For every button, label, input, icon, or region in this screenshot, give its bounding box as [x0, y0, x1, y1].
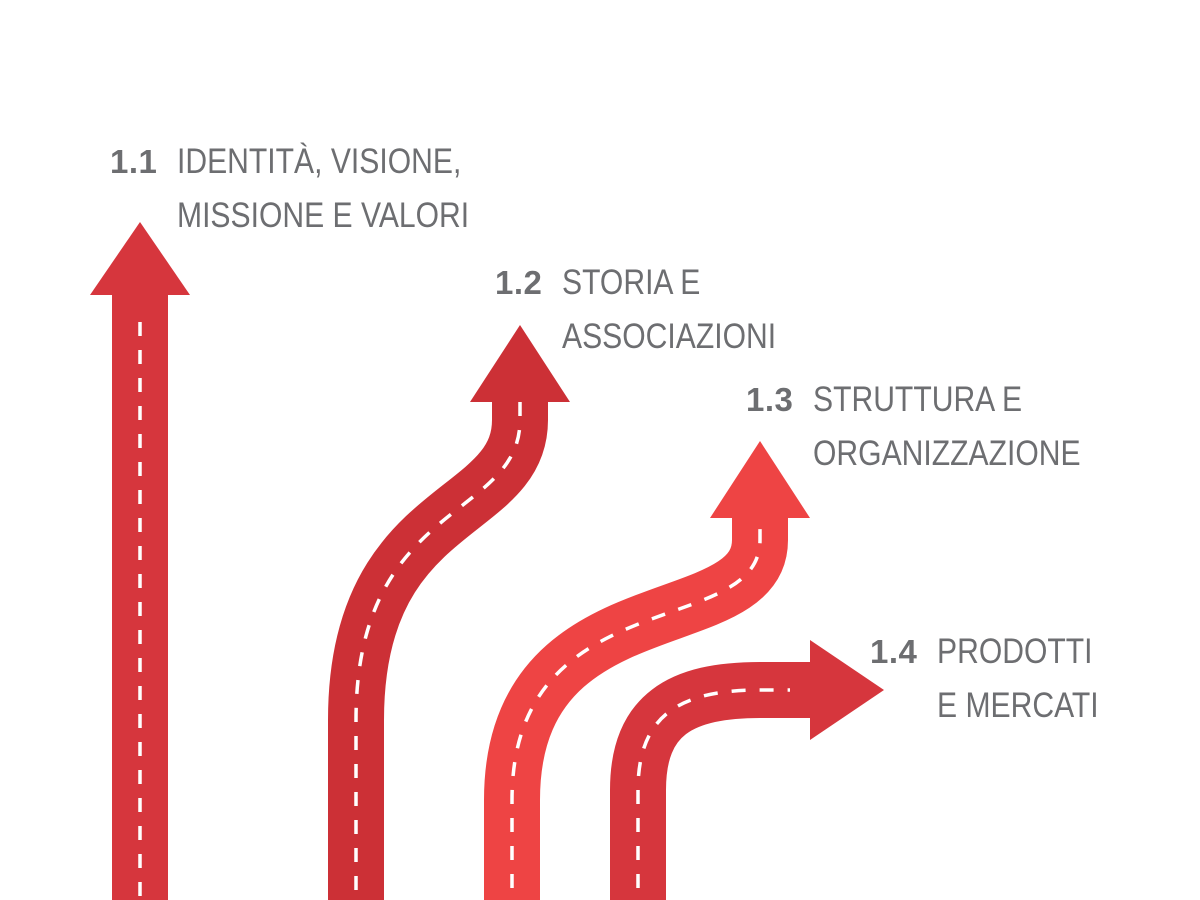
item-4-line-1: PRODOTTI	[937, 632, 1093, 671]
road-3-arrowhead	[710, 441, 810, 518]
arrow-road-4	[610, 640, 884, 900]
label-item-2: 1.2 STORIA E ASSOCIAZIONI	[495, 259, 811, 364]
item-1-line-1: IDENTITÀ, VISIONE,	[177, 142, 462, 181]
label-item-4: 1.4 PRODOTTI E MERCATI	[870, 628, 1125, 733]
road-4-arrowhead	[810, 640, 884, 740]
arrow-road-3	[484, 441, 810, 900]
road-4-body	[610, 662, 812, 900]
label-item-3: 1.3 STRUTTURA E ORGANIZZAZIONE	[746, 376, 1125, 481]
item-1-number: 1.1	[110, 143, 158, 180]
item-3-line-1: STRUTTURA E	[813, 380, 1023, 419]
road-2-arrowhead	[470, 325, 570, 402]
item-2-number: 1.2	[495, 264, 543, 301]
item-2-line-1: STORIA E	[562, 263, 701, 302]
road-2-dashes	[354, 398, 522, 890]
arrow-road-2	[328, 325, 570, 900]
item-2-title: STORIA E ASSOCIAZIONI	[562, 256, 776, 364]
item-3-line-2: ORGANIZZAZIONE	[813, 434, 1081, 473]
label-item-1: 1.1 IDENTITÀ, VISIONE, MISSIONE E VALORI	[110, 138, 517, 243]
item-3-title: STRUTTURA E ORGANIZZAZIONE	[813, 373, 1081, 481]
item-4-number: 1.4	[870, 633, 918, 670]
item-1-title: IDENTITÀ, VISIONE, MISSIONE E VALORI	[177, 135, 469, 243]
item-1-line-2: MISSIONE E VALORI	[177, 196, 470, 235]
road-4-dashes	[636, 688, 790, 888]
item-4-title: PRODOTTI E MERCATI	[937, 625, 1099, 733]
item-3-number: 1.3	[746, 381, 794, 418]
item-4-line-2: E MERCATI	[937, 686, 1100, 725]
road-1-arrowhead	[90, 222, 190, 295]
road-3-dashes	[510, 516, 762, 888]
arrow-road-1	[90, 222, 190, 900]
item-2-line-2: ASSOCIAZIONI	[562, 317, 777, 356]
